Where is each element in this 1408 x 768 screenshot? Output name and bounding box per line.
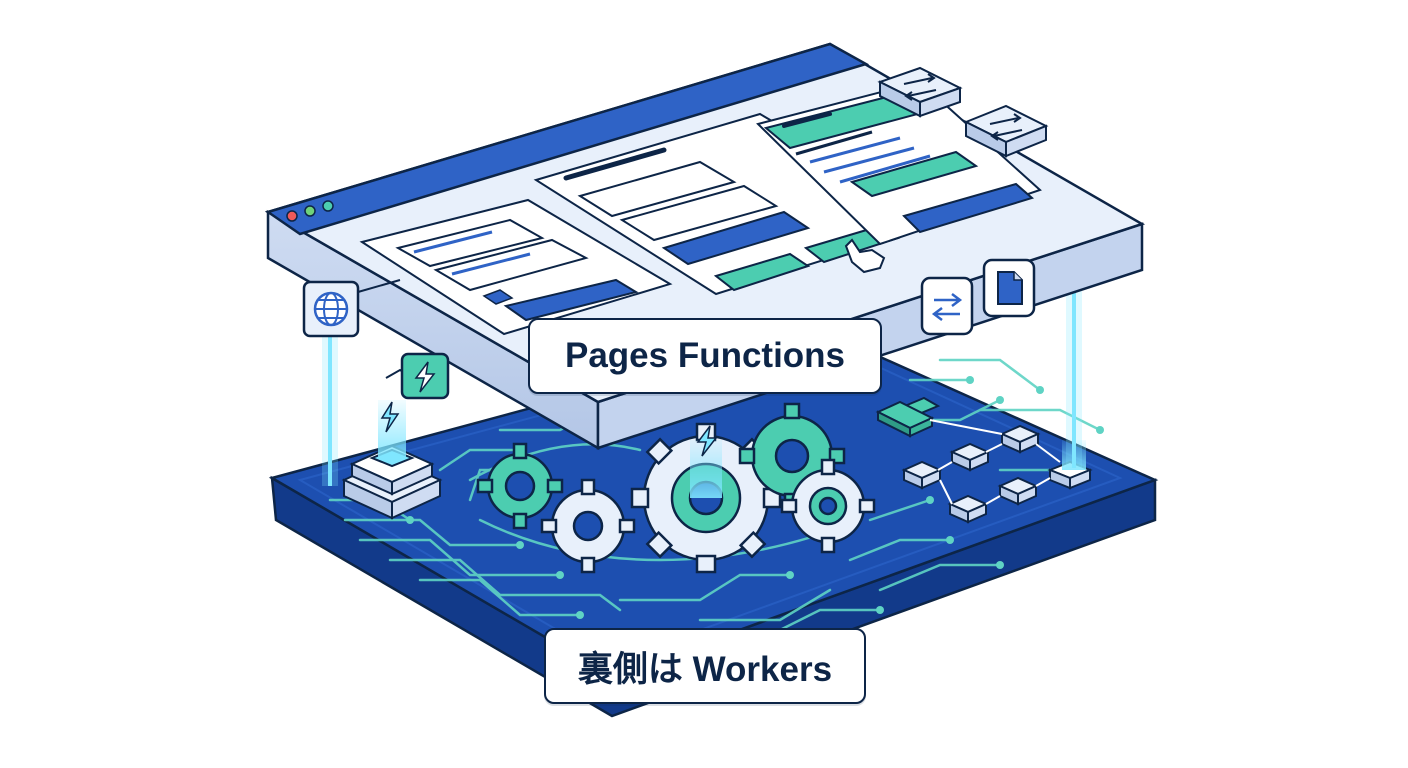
lightning-icon	[385, 352, 450, 400]
hand-cursor-icon	[844, 238, 886, 274]
globe-icon	[302, 279, 401, 338]
green-dot	[304, 205, 316, 217]
pages-browser-panel	[264, 42, 1146, 451]
network-nodes	[875, 396, 1093, 524]
pages-functions-label: Pages Functions	[528, 318, 882, 394]
workers-board	[268, 328, 1159, 718]
swap-arrows-icon	[877, 66, 963, 118]
content-card-center	[533, 112, 947, 296]
swap-arrows-icon	[963, 104, 1049, 158]
swap-arrows-icon	[920, 276, 974, 336]
workers-label: 裏側は Workers	[544, 628, 866, 704]
form-card-left	[359, 198, 673, 336]
red-dot	[286, 210, 298, 222]
lightning-icon	[696, 425, 718, 457]
lightning-icon	[380, 401, 400, 433]
server-stack-icon	[341, 400, 443, 520]
window-control-dots	[286, 200, 334, 222]
document-icon	[982, 258, 1036, 318]
teal-dot	[322, 200, 334, 212]
connector-beams	[322, 290, 1086, 486]
